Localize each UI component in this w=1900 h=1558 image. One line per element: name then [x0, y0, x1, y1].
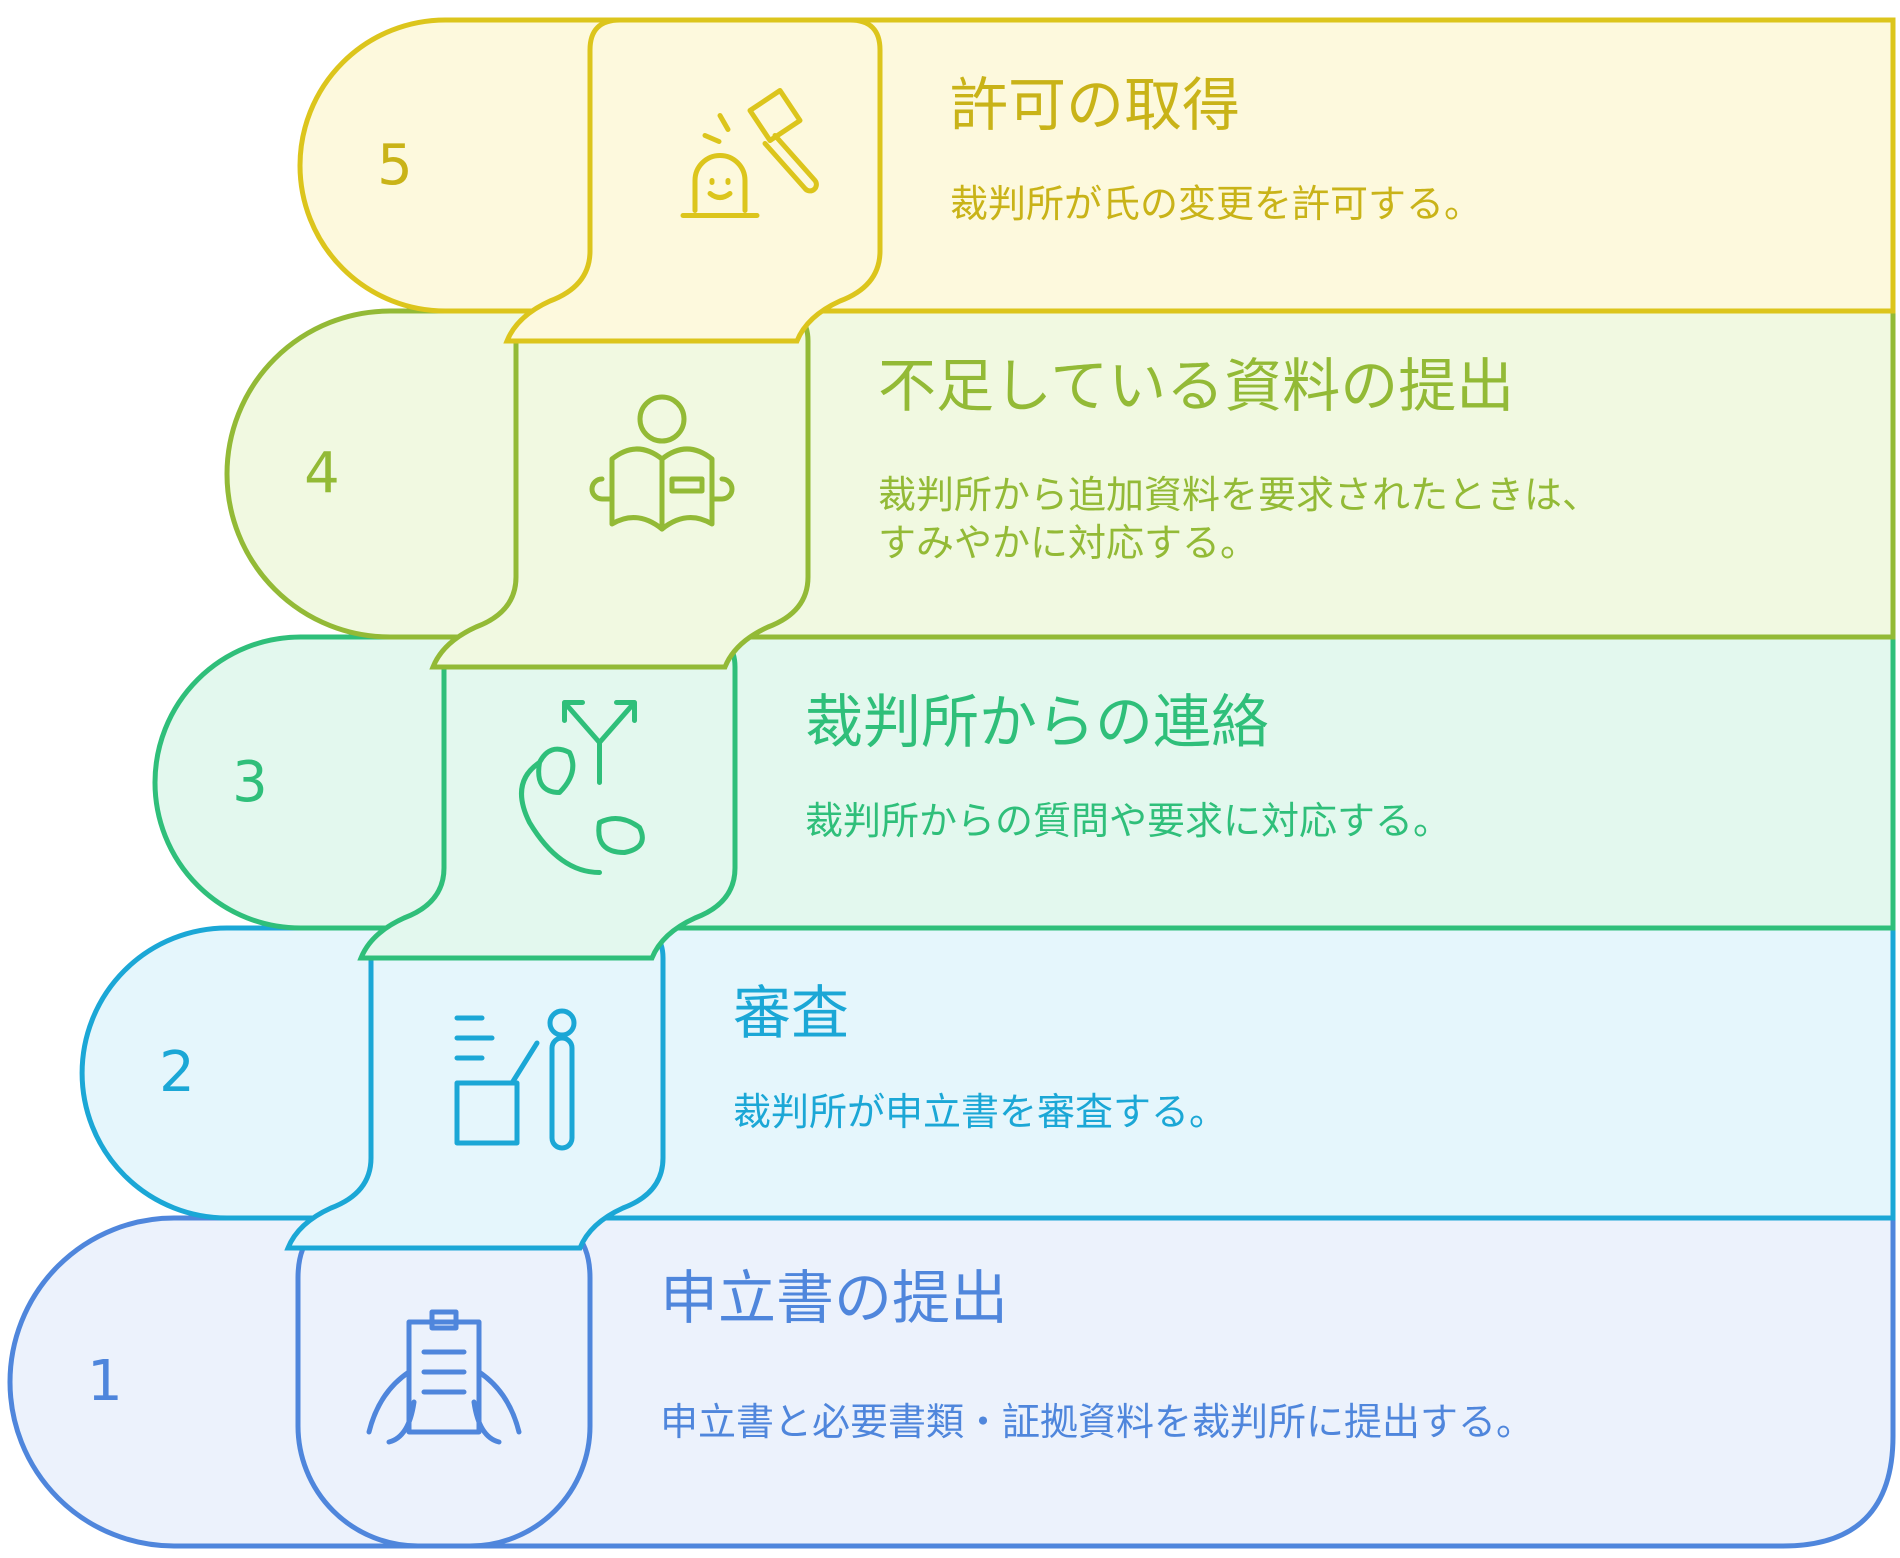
step-3-number: 3 [232, 749, 268, 815]
step-4-title: 不足している資料の提出 [878, 352, 1515, 420]
step-5-title: 許可の取得 [950, 71, 1241, 139]
step-4-description: 裁判所から追加資料を要求されたときは、 すみやかに対応する。 [878, 473, 1601, 565]
person-reading-book-icon [589, 394, 735, 532]
step-1-title: 申立書の提出 [660, 1264, 1009, 1332]
step-3-description: 裁判所からの質問や要求に対応する。 [805, 799, 1452, 843]
step-2-icon-column [284, 925, 666, 1251]
step-3-band [152, 634, 1896, 931]
step-4-icon-column [429, 308, 811, 670]
step-2-description: 裁判所が申立書を審査する。 [733, 1090, 1228, 1134]
step-2-band [79, 925, 1896, 1221]
step-3-icon-column [357, 634, 738, 961]
step-1-number: 1 [87, 1349, 123, 1414]
step-1-icon-column [295, 1215, 593, 1549]
step-5-band [297, 17, 1896, 314]
step-2-title: 審査 [733, 979, 850, 1047]
step-5-number: 5 [377, 132, 413, 198]
person-at-desk-icon [454, 1008, 577, 1151]
step-1-description: 申立書と必要書類・証拠資料を裁判所に提出する。 [660, 1400, 1535, 1444]
step-2-number: 2 [159, 1040, 195, 1105]
step-3-title: 裁判所からの連絡 [805, 688, 1270, 756]
document-in-hands-icon [366, 1309, 522, 1445]
step-4-number: 4 [304, 441, 340, 506]
gavel-approval-icon [680, 88, 819, 218]
step-5-description: 裁判所が氏の変更を許可する。 [950, 182, 1483, 226]
phone-arrows-icon [519, 700, 645, 875]
